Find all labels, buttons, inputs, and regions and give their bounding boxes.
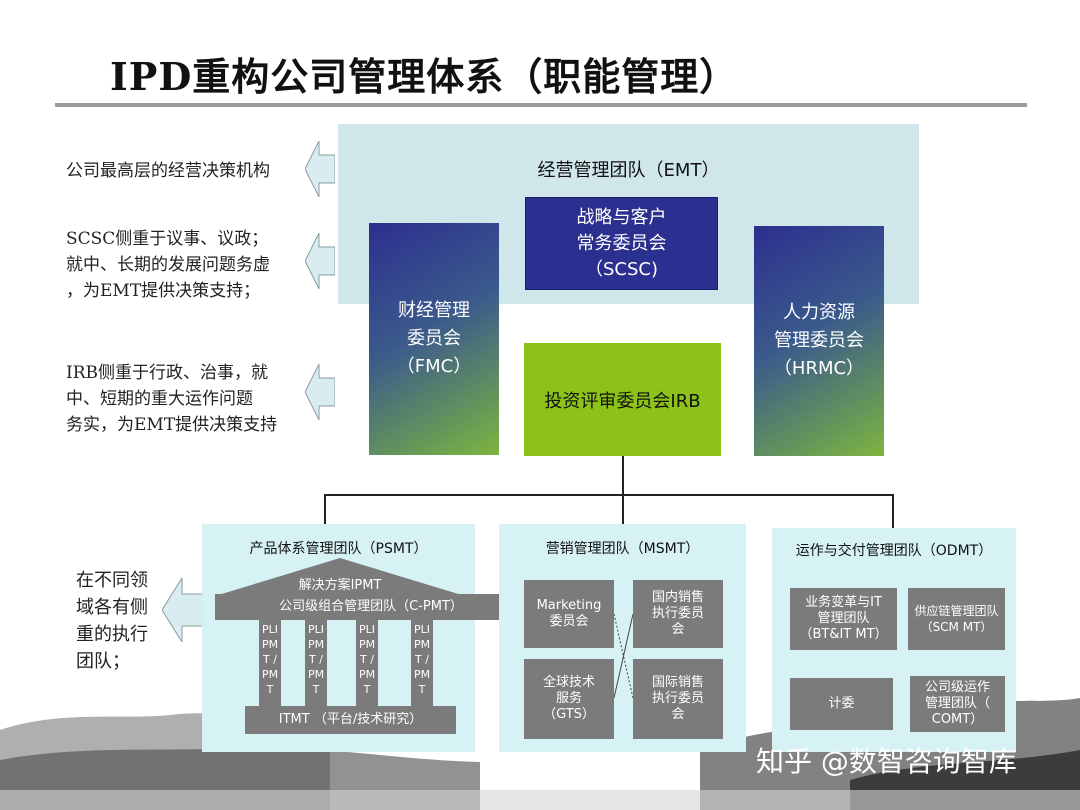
ipmt-label: 解决方案IPMT (298, 578, 382, 593)
left-arrow-icon (162, 578, 210, 642)
psmt-title: 产品体系管理团队（PSMT） (249, 541, 428, 557)
left-arrow-icon (305, 233, 335, 289)
note-scsc: SCSC侧重于议事、议政； 就中、长期的发展问题务虚 ，为EMT提供决策支持； (66, 229, 270, 301)
odmt-title: 运作与交付管理团队（ODMT） (795, 543, 993, 559)
hrmc-box: 人力资源 管理委员会 （HRMC） (754, 226, 884, 456)
itmt-bar: ITMT （平台/技术研究） (245, 706, 456, 734)
landscape-background (0, 698, 1080, 810)
pillar-pli-pmt: PLI PM T / PM T (411, 620, 433, 706)
marketing-committee-box: Marketing 委员会 (524, 580, 614, 648)
note-irb: IRB侧重于行政、治事，就 中、短期的重大运作问题 务实，为EMT提供决策支持 (66, 363, 278, 435)
intl-sales-box: 国际销售 执行委员 会 (633, 659, 723, 739)
connector-line (892, 494, 894, 528)
connector-line (324, 494, 326, 526)
left-arrow-icon (305, 141, 335, 197)
scm-box: 供应链管理团队 （SCM MT） (908, 588, 1005, 650)
msmt-title: 营销管理团队（MSMT） (545, 541, 700, 557)
pillar-pli-pmt: PLI PM T / PM T (305, 620, 327, 706)
jiwei-box: 计委 (790, 678, 893, 730)
page-title: IPD重构公司管理体系（职能管理） (110, 54, 739, 99)
gts-box: 全球技术 服务 （GTS） (524, 659, 614, 739)
note-teams: 在不同领 域各有侧 重的执行 团队； (76, 570, 148, 672)
note-top-decision-body: 公司最高层的经营决策机构 (66, 161, 270, 181)
pillar-pli-pmt: PLI PM T / PM T (259, 620, 281, 706)
left-arrow-icon (305, 364, 335, 420)
emt-label: 经营管理团队（EMT） (537, 160, 720, 181)
cpmt-bar: 公司级组合管理团队（C-PMT） (215, 594, 527, 620)
btit-box: 业务变革与IT 管理团队 （BT&IT MT） (790, 588, 897, 650)
scsc-box: 战略与客户 常务委员会 （SCSC) (525, 197, 718, 290)
watermark: 知乎 @数智咨询智库 (756, 745, 1017, 778)
title-divider (55, 103, 1027, 107)
connector-line (622, 456, 624, 496)
irb-box: 投资评审委员会IRB (524, 343, 721, 456)
connector-line (622, 494, 624, 526)
pillar-pli-pmt: PLI PM T / PM T (356, 620, 378, 706)
cross-connector (614, 614, 633, 698)
connector-line (324, 494, 893, 496)
domestic-sales-box: 国内销售 执行委员 会 (633, 580, 723, 648)
comt-box: 公司级运作 管理团队（ COMT） (910, 676, 1005, 732)
fmc-box: 财经管理 委员会 （FMC） (369, 223, 499, 455)
